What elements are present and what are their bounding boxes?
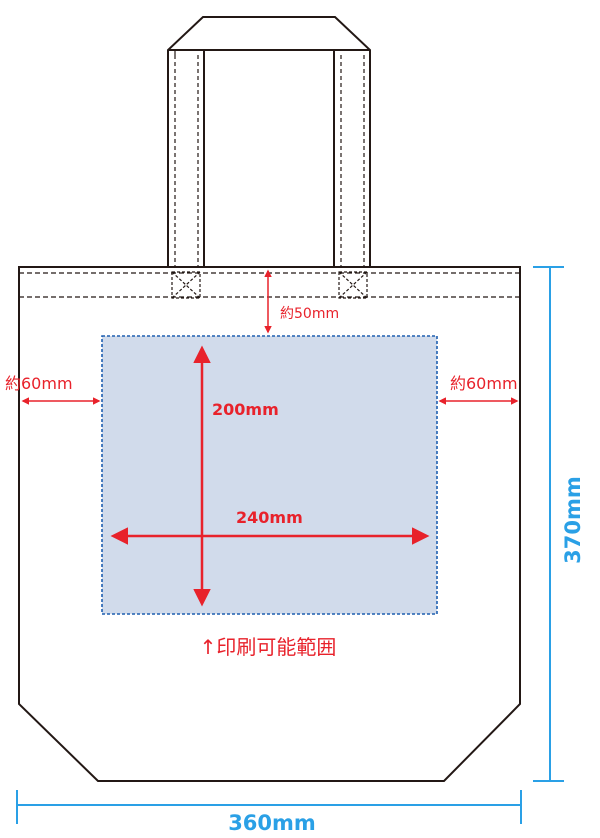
bag-handle [167,16,371,269]
print-height-label: 200mm [212,400,279,419]
bag-width-label: 360mm [228,811,316,833]
print-area-caption: ↑印刷可能範囲 [200,635,337,659]
handle-attachment-left [171,271,201,299]
print-width-label: 240mm [236,508,303,527]
left-margin-label: 約60mm [5,374,73,393]
handle-attachment-right [338,271,368,299]
print-area [101,335,438,615]
bag-height-dimension [533,266,564,782]
bag-width-dimension [16,790,522,824]
bag-height-label: 370mm [561,476,585,564]
top-margin-label: 約50mm [280,306,339,322]
right-margin-label: 約60mm [450,374,518,393]
